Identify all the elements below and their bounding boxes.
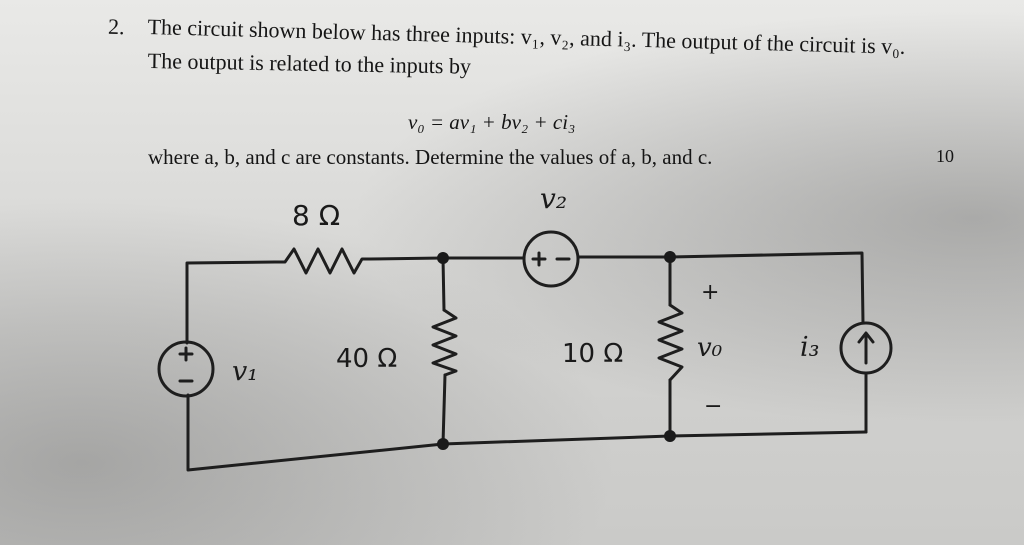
- node-top-right: [664, 251, 676, 263]
- resistor-10ohm-label: 10 Ω: [562, 339, 623, 369]
- arrow-up-icon: [857, 331, 875, 365]
- resistor-40ohm: [431, 308, 458, 377]
- node-bottom-right: [664, 430, 676, 442]
- wire-left-top: [185, 260, 277, 345]
- resistor-40ohm-label: 40 Ω: [336, 344, 397, 374]
- node-top-left: [437, 252, 449, 264]
- problem-statement-line-3: where a, b, and c are constants. Determi…: [148, 145, 713, 169]
- vo-minus-sign: −: [704, 394, 722, 419]
- wire-bottom-left: [186, 393, 445, 472]
- wire-40ohm-bottom: [441, 373, 447, 446]
- resistor-8ohm-label: 8 Ω: [292, 199, 340, 232]
- resistor-8ohm: [273, 247, 372, 275]
- wire-top-right: [668, 251, 865, 325]
- current-source-i3: [839, 321, 893, 375]
- resistor-10ohm: [657, 303, 684, 382]
- wire-40ohm-top: [441, 256, 446, 312]
- points-value: 10: [936, 146, 954, 166]
- wire-8ohm-to-node: [368, 256, 445, 261]
- plus-icon: [531, 251, 547, 267]
- v1-label: v₁: [232, 356, 258, 387]
- voltage-source-v2: [522, 230, 580, 288]
- plus-icon: [178, 346, 194, 362]
- vo-plus-sign: +: [701, 280, 719, 305]
- output-equation: v₀ = av₁ + bv₂ + ci₃: [408, 110, 576, 134]
- i3-label: i₃: [800, 332, 819, 363]
- voltage-source-v1: [157, 340, 215, 398]
- v2-label: v₂: [540, 182, 567, 215]
- node-bottom-left: [437, 438, 449, 450]
- wire-bottom-right: [668, 430, 868, 438]
- vo-label: v₀: [697, 333, 723, 363]
- wire-bottom-middle: [441, 434, 672, 446]
